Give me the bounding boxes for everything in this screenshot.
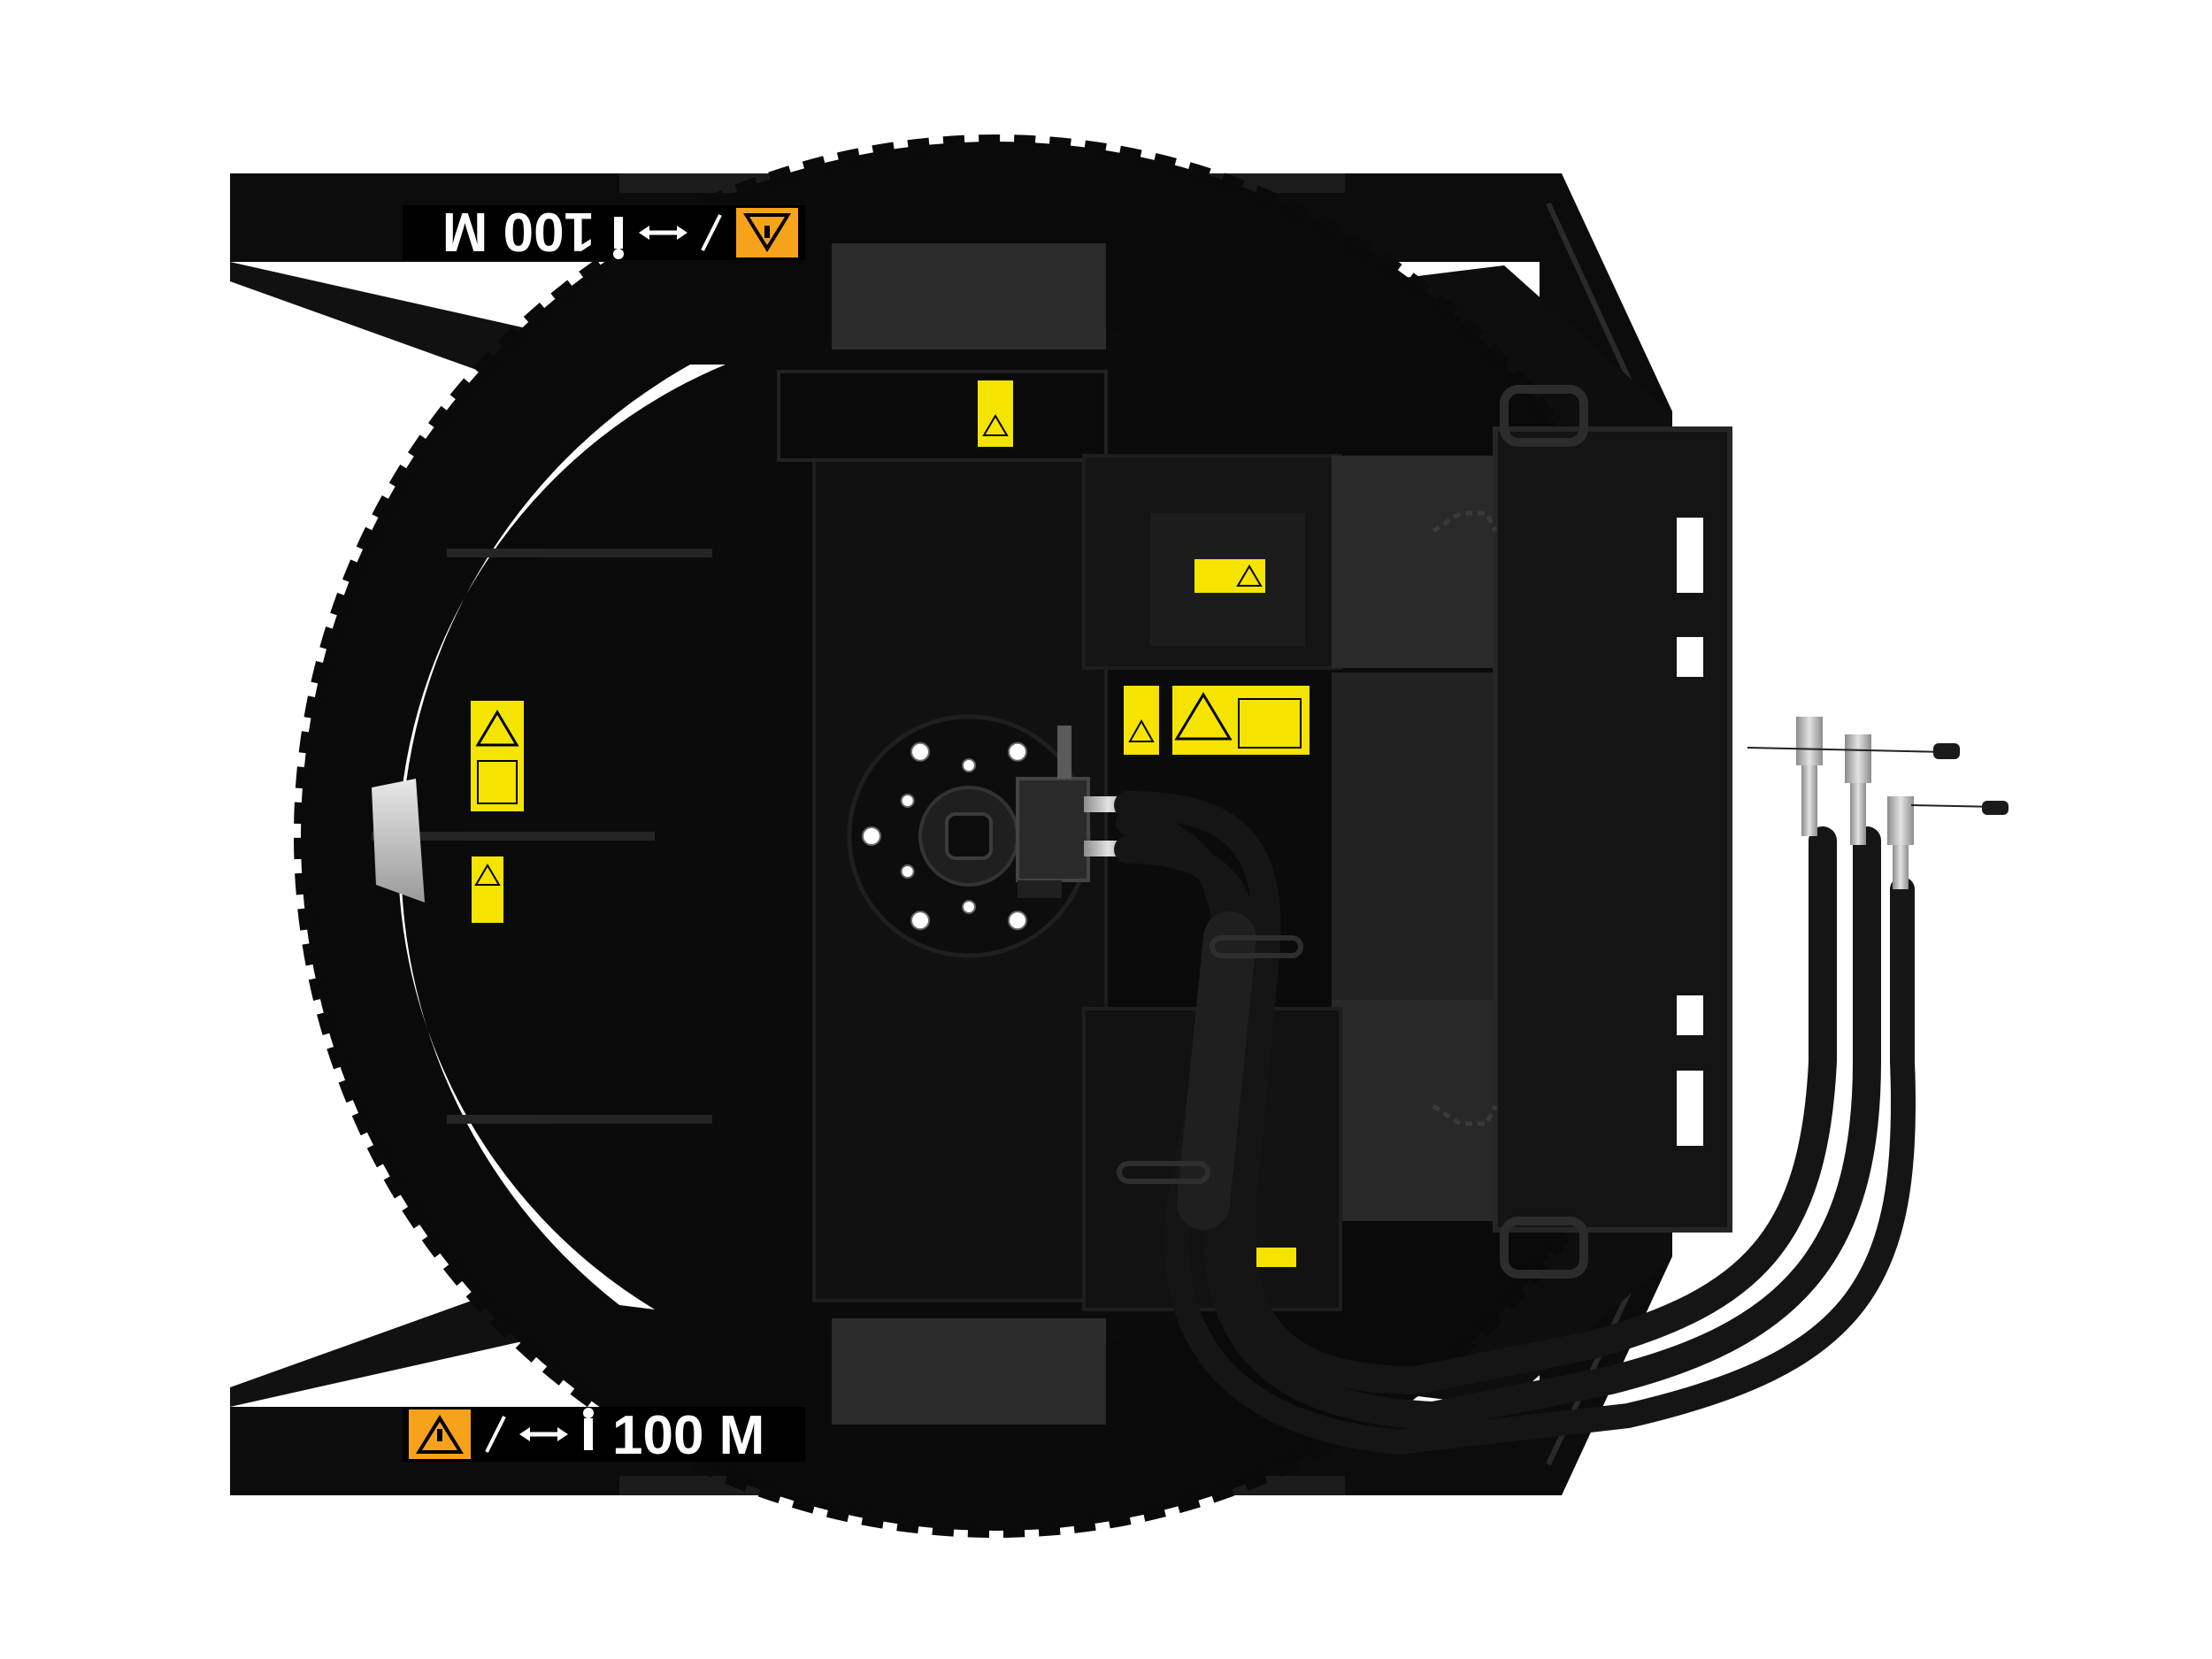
coupler-fitting	[1845, 734, 1871, 783]
blade-spoke	[447, 549, 712, 557]
dust-cap	[1933, 743, 1960, 759]
warning-label	[1172, 686, 1310, 755]
warning-label	[1256, 1248, 1296, 1267]
bottom-distance-decal: 100 M	[403, 1405, 805, 1466]
hub-bolt	[900, 794, 915, 808]
top-decal-text: 100 M	[442, 201, 595, 262]
blade-spoke	[372, 832, 655, 841]
bottom-mount-block	[832, 1318, 1106, 1425]
hose-couplers	[1747, 717, 2008, 889]
hub-bolt	[1008, 741, 1027, 762]
hub-bolt	[962, 758, 976, 772]
valve-block	[1016, 726, 1133, 898]
top-bracket	[777, 370, 1108, 462]
attach-slot	[1677, 995, 1703, 1035]
double-arrow-icon	[519, 1427, 568, 1441]
hub-bolt	[910, 741, 930, 762]
bottom-decal-text: 100 M	[612, 1405, 764, 1466]
hub-bolts	[862, 741, 1076, 931]
coupler-fitting	[1796, 717, 1823, 765]
warning-triangle-icon	[475, 710, 519, 747]
warning-triangle-icon	[1174, 692, 1233, 741]
slide-panel	[1332, 456, 1504, 668]
coupler-fitting	[1887, 796, 1914, 845]
hose-clamp	[1117, 1161, 1210, 1184]
top-distance-decal: 100 M	[403, 201, 805, 262]
flying-debris-icon	[485, 1416, 506, 1453]
warning-triangle-icon	[1236, 565, 1263, 587]
warning-triangle-icon	[1128, 718, 1155, 742]
safety-labels	[471, 380, 1310, 1267]
double-arrow-icon	[639, 226, 687, 240]
blade-shine	[372, 779, 425, 902]
top-mount-block	[832, 243, 1106, 349]
blade-spoke	[447, 1115, 712, 1124]
attach-slot	[1677, 1071, 1703, 1146]
dust-cap	[1982, 801, 2008, 815]
warning-triangle-icon	[736, 208, 798, 257]
hub-bolt	[900, 864, 915, 879]
attach-slot	[1677, 518, 1703, 593]
warning-label	[471, 701, 524, 811]
hydraulic-hoses	[1114, 791, 1916, 1455]
slide-panel	[1332, 672, 1504, 1000]
person-icon	[613, 217, 624, 259]
hose-clamp	[1210, 935, 1303, 958]
warning-triangle-icon	[982, 414, 1009, 436]
flying-debris-icon	[701, 214, 722, 251]
warning-triangle-icon	[474, 864, 501, 886]
hub-bolt	[962, 900, 976, 914]
person-icon	[583, 1408, 594, 1450]
slide-panel	[1332, 1000, 1504, 1221]
hub-bolt	[1008, 910, 1027, 931]
hub-bolt	[862, 826, 881, 846]
quick-attach-plate	[1432, 385, 1732, 1279]
warning-triangle-icon	[409, 1409, 471, 1459]
warning-label	[472, 856, 503, 923]
warning-label	[978, 380, 1013, 447]
hub-bolt	[910, 910, 930, 931]
attach-slot	[1677, 637, 1703, 677]
warning-label	[1194, 559, 1265, 593]
